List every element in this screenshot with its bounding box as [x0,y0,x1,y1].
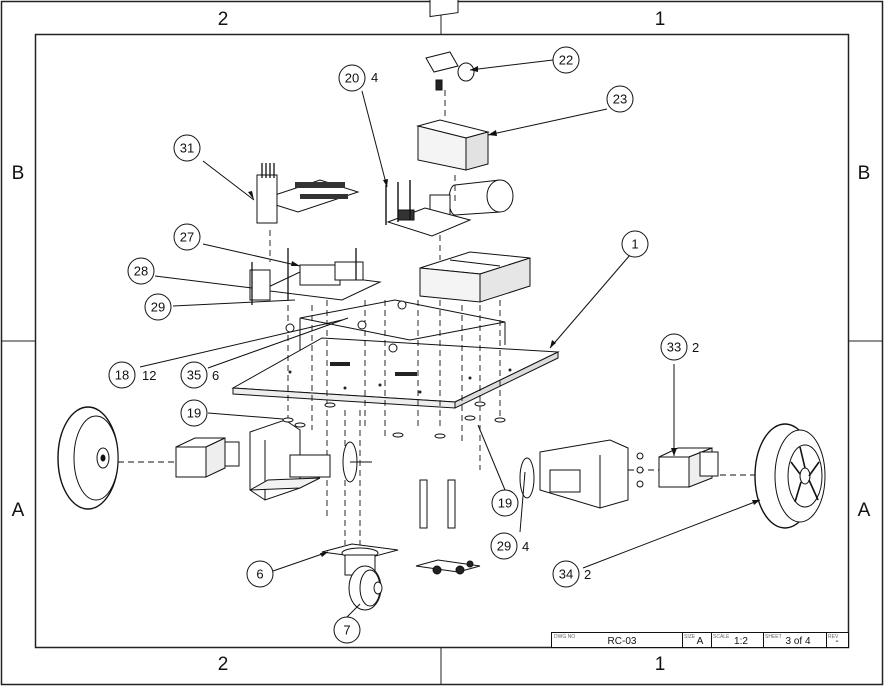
size-label: SIZE [684,634,696,640]
callout-22: 22 [552,46,580,74]
sheet-label: SHEET [765,634,782,640]
rev-label: REV [828,634,839,640]
leader-arrowheads [248,66,760,557]
callout-7-number: 7 [343,623,350,638]
right-motor-bracket [539,439,629,509]
zone-bottom-left: 2 [218,654,229,675]
zone-left-bottom: A [12,500,25,521]
base-plate [231,337,560,409]
callout-29-left-number: 29 [151,300,165,315]
callout-7: 7 [333,616,361,644]
zone-right-bottom: A [858,500,871,521]
callout-19-left-number: 19 [187,406,201,421]
callout-33-qty: 2 [692,340,699,355]
rev-value: - [835,636,838,647]
leader-lines [139,59,761,618]
callout-28-number: 28 [134,264,148,279]
right-encoder-disc [519,457,535,499]
callout-19-left: 19 [180,399,208,427]
callout-31-number: 31 [180,141,194,156]
callout-23-number: 23 [613,92,627,107]
zone-left-top: B [12,163,25,184]
callout-34-number: 34 [559,567,573,582]
callout-18: 18 12 [108,361,156,389]
driver-board [256,163,360,224]
callout-34-qty: 2 [584,567,591,582]
callout-31: 31 [173,134,201,162]
support-posts [415,479,481,575]
exploded-assembly [57,0,826,611]
callout-29-left: 29 [144,293,172,321]
scale-label: SCALE [713,634,730,640]
left-motor [175,437,240,478]
callout-35-qty: 6 [212,368,219,383]
left-stack [249,248,382,305]
callout-29-right-qty: 4 [522,539,529,554]
dwg-no-value: RC-03 [608,636,637,647]
callout-28: 28 [127,257,155,285]
zone-right-top: B [858,163,871,184]
battery-holder [419,251,531,303]
callout-1-number: 1 [631,237,638,252]
callout-19-right: 19 [491,489,519,517]
callout-35: 35 6 [180,361,219,389]
callout-bubbles: 1 6 7 18 12 19 19 20 4 22 [108,46,699,644]
controller-board [385,180,472,237]
callout-35-number: 35 [187,368,201,383]
callout-29-right-number: 29 [497,539,511,554]
callout-20: 20 4 [338,64,378,92]
callout-6-number: 6 [256,567,263,582]
callout-18-qty: 12 [142,368,156,383]
ultrasonic-sensor [425,0,475,91]
callout-1: 1 [621,230,649,258]
size-value: A [697,636,704,647]
callout-29-right: 29 4 [490,532,529,560]
hardware-washers [282,300,506,439]
assembly-paths [118,90,760,545]
upper-frame [299,299,506,350]
title-block: DWG NO RC-03 SIZE A SCALE 1:2 SHEET 3 of… [551,632,849,648]
callout-27: 27 [173,223,201,251]
callout-20-qty: 4 [371,70,378,85]
sensor-housing [416,119,490,171]
callout-33-number: 33 [667,340,681,355]
callout-22-number: 22 [559,53,573,68]
dwg-no-label: DWG NO [554,634,575,640]
callout-18-number: 18 [115,368,129,383]
left-encoder-disc [342,441,372,483]
callout-34: 34 2 [552,560,591,588]
callout-19-right-number: 19 [498,496,512,511]
sheet-value: 3 of 4 [785,636,810,647]
caster-wheel [321,543,399,611]
inner-border [34,33,850,649]
zone-bottom-right: 1 [655,654,666,675]
scale-value: 1:2 [734,636,748,647]
right-motor [636,447,719,488]
callout-27-number: 27 [180,230,194,245]
callout-33: 33 2 [660,333,699,361]
callout-6: 6 [246,560,274,588]
left-motor-bracket [249,419,331,501]
callout-20-number: 20 [345,71,359,86]
right-wheel [754,423,826,529]
callout-23: 23 [606,85,634,113]
left-wheel [57,406,119,510]
zone-top-left: 2 [218,9,229,30]
zone-top-right: 1 [655,9,666,30]
